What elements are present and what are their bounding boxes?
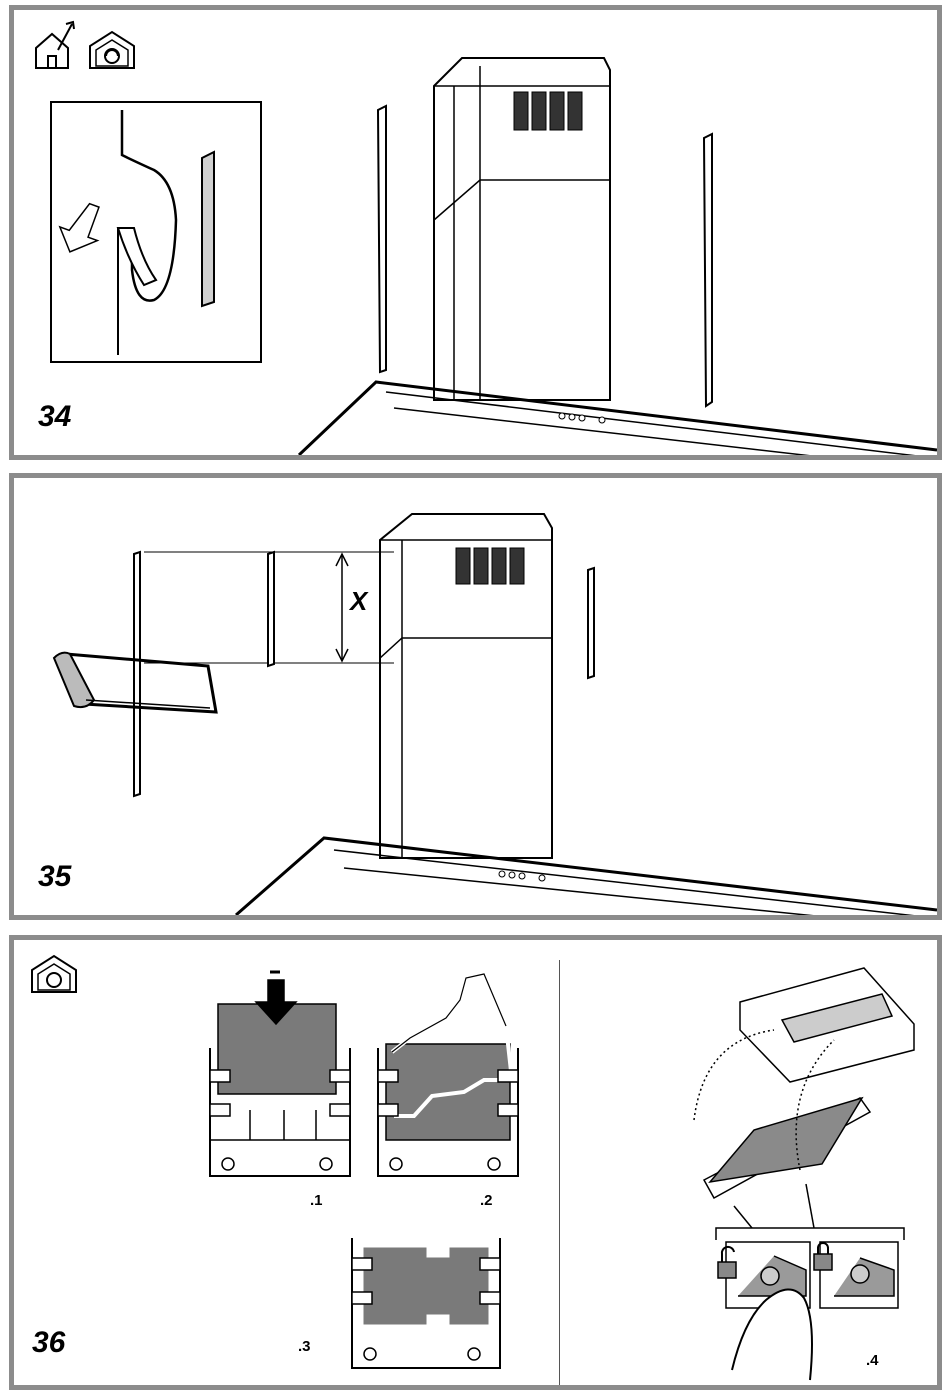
filter-step-4 [694, 968, 914, 1380]
trim-strip-left [378, 106, 386, 372]
trim-strip-to-cut [134, 552, 140, 796]
step-label-4: .4 [866, 1352, 879, 1369]
figure-36-drawing [14, 940, 937, 1385]
figure-35-panel: X 35 [9, 473, 942, 920]
step-label-3: .3 [298, 1338, 311, 1355]
figure-35-drawing [14, 478, 937, 915]
filter-step-3 [352, 1238, 500, 1368]
dimension-label: X [350, 586, 367, 617]
figure-number: 36 [32, 1326, 65, 1360]
chimney [380, 514, 552, 858]
hood-canopy [236, 838, 937, 915]
figure-number: 35 [38, 860, 71, 894]
filter-step-2 [378, 974, 518, 1176]
filter-step-1 [210, 972, 350, 1176]
step-label-2: .2 [480, 1192, 493, 1209]
recirculation-mode-icon [90, 32, 134, 68]
figure-36-panel: .1 .2 .3 .4 36 [9, 935, 942, 1390]
panel-divider [559, 960, 560, 1385]
trim-strip-measured [268, 552, 274, 666]
trim-strip-right [588, 568, 594, 678]
step-label-1: .1 [310, 1192, 323, 1209]
ducted-mode-icon [36, 22, 74, 68]
figure-34-panel: 34 [9, 5, 942, 460]
recirculation-mode-icon [32, 956, 76, 992]
figure-number: 34 [38, 400, 71, 434]
hood-canopy [299, 382, 937, 455]
chimney [434, 58, 610, 400]
clip-detail-inset [51, 102, 261, 362]
trim-strip-right [704, 134, 712, 406]
figure-34-drawing [14, 10, 937, 455]
